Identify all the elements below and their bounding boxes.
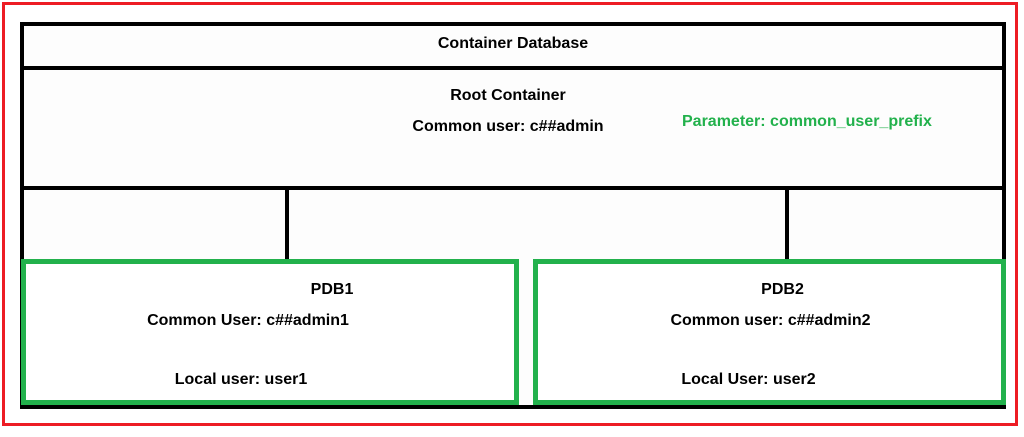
container-database-title: Container Database bbox=[437, 35, 589, 52]
pdb2-common-user-label: Common user: c##admin2 bbox=[670, 312, 871, 329]
outer-red-frame bbox=[2, 2, 1018, 426]
pdb1-box: PDB1 Common User: c##admin1 Local user: … bbox=[21, 259, 519, 405]
pdb2-box: PDB2 Common user: c##admin2 Local User: … bbox=[533, 259, 1006, 405]
pdb1-local-user-label: Local user: user1 bbox=[174, 371, 308, 388]
root-container-divider bbox=[20, 186, 1006, 190]
pdb2-title: PDB2 bbox=[761, 281, 804, 298]
pdb1-common-user-label: Common User: c##admin1 bbox=[147, 312, 349, 329]
parameter-note: Parameter: common_user_prefix bbox=[682, 113, 932, 130]
root-common-user-label: Common user: c##admin bbox=[412, 118, 604, 135]
header-divider bbox=[20, 66, 1006, 70]
connector-line-pdb1 bbox=[285, 188, 289, 261]
connector-line-pdb2 bbox=[785, 188, 789, 261]
root-container-title: Root Container bbox=[450, 87, 566, 104]
pdb1-title: PDB1 bbox=[310, 281, 354, 298]
pdb2-local-user-label: Local User: user2 bbox=[681, 371, 816, 388]
